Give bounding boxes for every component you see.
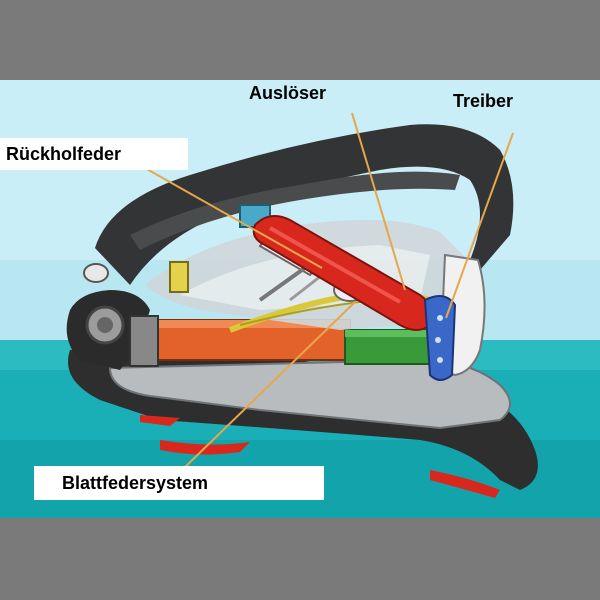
- label-treiber: Treiber: [453, 91, 514, 111]
- label-rueckholfeder: Rückholfeder: [6, 144, 122, 164]
- label-ausloeser: Auslöser: [249, 83, 327, 103]
- anvil-plate: [108, 358, 511, 430]
- label-box-blattfedersystem: [34, 466, 324, 500]
- stapler-top-housing: [95, 124, 514, 286]
- label-blattfedersystem: Blattfedersystem: [62, 473, 209, 493]
- leader-lines: [144, 112, 514, 471]
- label-box-rueckholfeder: [0, 138, 188, 170]
